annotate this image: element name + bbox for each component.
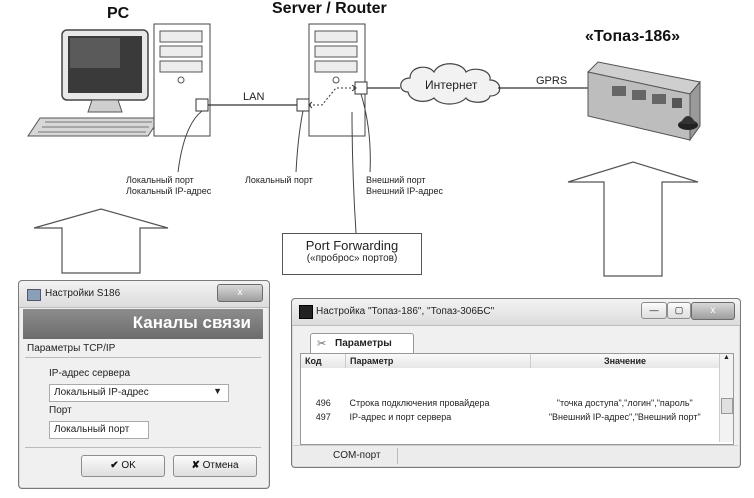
minimize-button[interactable]: — [641,302,667,319]
table-row[interactable]: 497 IP-адрес и порт сервера "Внешний IP-… [301,410,719,424]
server-ip-label: IP-адрес сервера [49,368,131,379]
app-icon [27,289,41,301]
table-header-row: Код Параметр Значение [301,354,719,368]
tab-parameters[interactable]: ✂ Параметры [310,333,414,354]
port-forwarding-box: Port Forwarding («проброс» портов) [282,233,422,275]
status-divider [397,448,398,464]
titlebar[interactable]: Настройка "Топаз-186", "Топаз-306БС" — ▢… [292,299,740,326]
row-code: 496 [315,398,331,408]
tab-label: Параметры [335,338,392,349]
server-local-port-label: Локальный порт [245,175,313,185]
close-button[interactable]: x [217,284,263,302]
close-button[interactable]: x [691,302,735,320]
table-row[interactable]: 496 Строка подключения провайдера "точка… [301,396,719,410]
port-forwarding-subtitle: («проброс» портов) [306,253,398,264]
table-row-empty [301,368,719,382]
settings-s186-window: Настройки S186 x Каналы связи Параметры … [18,280,270,489]
monitor-icon [27,29,161,137]
titlebar[interactable]: Настройки S186 x [19,281,269,308]
row-value: "точка доступа","логин","пароль" [556,398,693,408]
maximize-button[interactable]: ▢ [667,302,691,319]
status-bar: COM-порт [293,445,738,466]
section-divider [25,357,261,358]
network-diagram [27,23,701,277]
check-icon: ✔ [110,460,119,471]
port-forwarding-title: Port Forwarding [305,238,399,253]
server-title: Server / Router [272,0,387,17]
table-row-empty [301,382,719,396]
scroll-thumb[interactable] [721,398,733,414]
gprs-label: GPRS [536,75,568,87]
column-header-value[interactable]: Значение [603,356,647,366]
column-header-param[interactable]: Параметр [345,354,531,368]
cancel-label: Отмена [202,460,239,471]
app-icon [299,305,313,319]
status-com-port: COM-порт [333,450,381,461]
row-value: "Внешний IP-адрес","Внешний порт" [548,412,701,422]
port-input[interactable]: Локальный порт [49,421,149,439]
port-label: Порт [49,405,72,416]
parameters-table-panel: Код Параметр Значение 496 Строка подключ… [300,353,734,445]
tools-icon: ✂ [317,338,327,350]
pc-tower-icon [153,23,211,137]
window-title: Настройки S186 [45,288,121,299]
vertical-scrollbar[interactable]: ▲ [719,354,733,442]
topaz-settings-window: Настройка "Топаз-186", "Топаз-306БС" — ▢… [291,298,741,468]
cloud-icon [400,63,501,105]
parameters-table: Код Параметр Значение 496 Строка подключ… [301,354,719,424]
window-title: Настройка "Топаз-186", "Топаз-306БС" [316,306,495,317]
ok-button[interactable]: ✔ OK [81,455,165,477]
row-param: Строка подключения провайдера [349,398,490,408]
cancel-button[interactable]: ✘ Отмена [173,455,257,477]
column-header-code[interactable]: Код [301,354,346,368]
pc-title: PC [107,5,130,22]
port-value: Локальный порт [54,424,130,435]
internet-label: Интернет [425,78,478,92]
channel-header-bar: Каналы связи [23,309,263,339]
row-code: 497 [315,412,331,422]
server-ip-value: Локальный IP-адрес [54,387,149,398]
buttons-divider [25,447,261,448]
ok-label: OK [121,460,136,471]
pc-port-label: Локальный порт Локальный IP-адрес [126,175,212,196]
chevron-down-icon: ▼ [213,386,222,396]
lan-label: LAN [243,91,265,103]
scroll-up-icon[interactable]: ▲ [723,354,730,361]
server-external-label: Внешний порт Внешний IP-адрес [366,175,443,196]
server-tower-icon [296,23,368,137]
server-ip-select[interactable]: Локальный IP-адрес ▼ [49,384,229,402]
device-title: «Топаз-186» [585,28,681,45]
close-icon: ✘ [191,460,200,471]
topaz-device-icon [586,61,701,142]
channel-header: Каналы связи [132,313,251,332]
row-param: IP-адрес и порт сервера [349,412,452,422]
tcpip-section-label: Параметры TCP/IP [27,343,116,354]
